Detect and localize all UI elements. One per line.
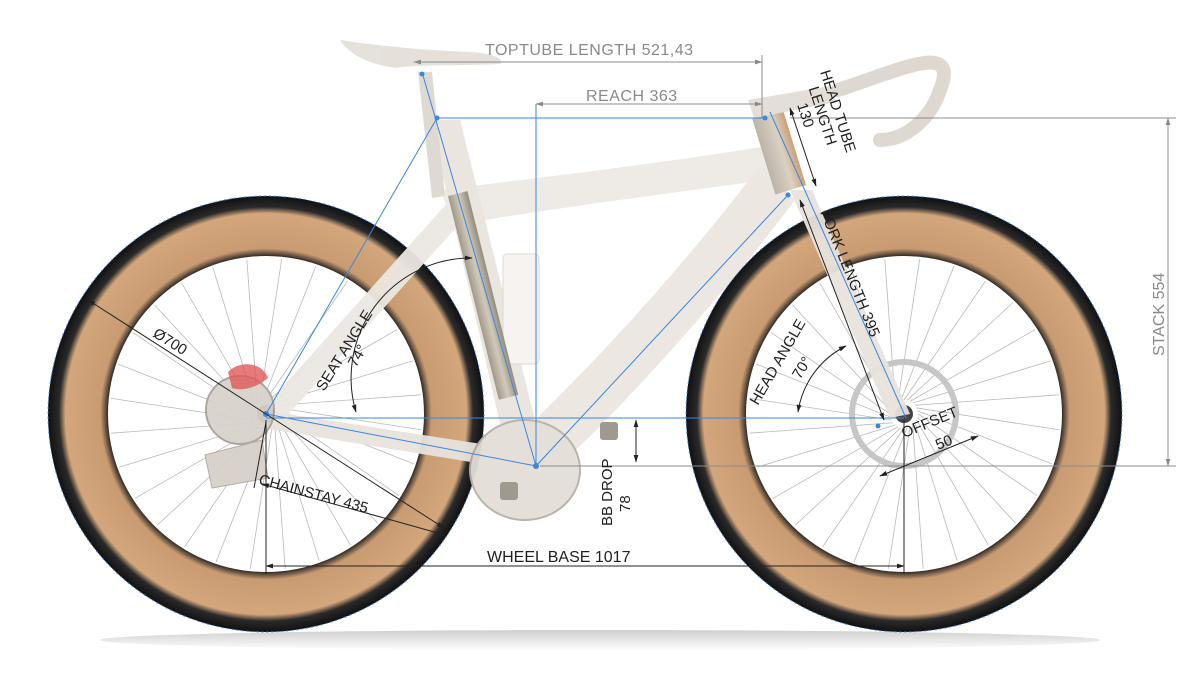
head-tube-dim-line	[789, 107, 817, 187]
spoke	[749, 422, 894, 434]
reach-label: REACH 363	[586, 88, 678, 105]
frame-badge-dt	[600, 422, 618, 440]
frame-badge-bb	[500, 482, 518, 500]
fork-length-dim-line	[799, 199, 885, 421]
seat-angle-arc	[350, 255, 473, 413]
seat-post	[418, 72, 445, 198]
wheelbase-label: WHEEL BASE 1017	[487, 549, 631, 566]
spoke	[914, 394, 1059, 406]
down-tube	[505, 165, 795, 465]
stack-label: STACK 554	[1151, 273, 1168, 356]
dark-dimensions	[87, 107, 979, 574]
seat-tube-axis	[421, 71, 537, 467]
saddle	[340, 40, 501, 68]
spoke	[772, 426, 899, 499]
frame-battery	[502, 253, 540, 365]
chainring	[469, 419, 581, 521]
toptube-label: TOPTUBE LENGTH 521,43	[485, 42, 694, 59]
offset-dim-line	[879, 435, 979, 477]
spoke	[897, 258, 921, 402]
chainstay-dim-line	[261, 483, 446, 536]
spoke	[903, 280, 986, 401]
seat-tube-insert	[448, 191, 519, 400]
spoke	[906, 302, 1014, 401]
bb-drop-value: 78	[617, 495, 634, 512]
spoke	[757, 424, 896, 468]
bb-drop-label: BB DROP	[599, 458, 616, 526]
ground-shadow	[100, 630, 1100, 650]
down-tube-axis	[535, 194, 789, 467]
stem	[748, 86, 836, 118]
handlebar	[831, 55, 951, 147]
top-tube	[440, 142, 800, 225]
spoke	[909, 329, 1036, 402]
head-tube-value: 130	[793, 101, 817, 130]
offset-value: 50	[933, 432, 955, 454]
spoke	[912, 360, 1051, 404]
spoke	[917, 410, 1052, 465]
spoke	[916, 407, 1060, 431]
spoke	[900, 266, 955, 401]
grey-dimensions	[413, 55, 1176, 467]
